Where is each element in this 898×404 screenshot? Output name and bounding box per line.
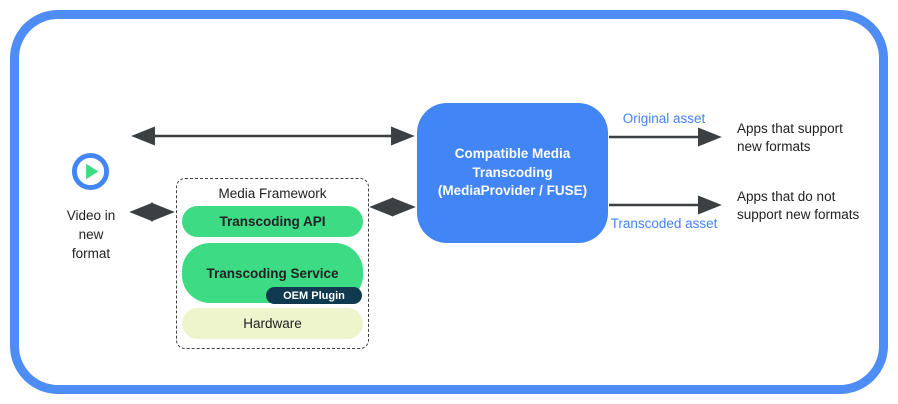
original-asset-label: Original asset (622, 111, 706, 126)
source-label-line: format (71, 246, 111, 261)
media-framework-title: Media Framework (218, 186, 327, 201)
transcoded-asset-label: Transcoded asset (610, 216, 718, 231)
compatible-media-transcoding-box: Compatible Media Transcoding (MediaProvi… (417, 103, 608, 243)
transcoding-api-pill: Transcoding API (182, 206, 363, 237)
transcoder-title-line: (MediaProvider / FUSE) (437, 183, 588, 199)
hardware-pill: Hardware (182, 308, 363, 339)
target-text-line: new formats (737, 138, 811, 154)
frame-border (10, 10, 888, 394)
transcoding-service-label: Transcoding Service (206, 265, 339, 281)
apps-support-new-formats-text: Apps that support new formats (737, 120, 843, 155)
source-label-line: Video in (66, 208, 116, 223)
media-framework-box: Media Framework Transcoding API Transcod… (176, 178, 369, 349)
target-text-line: support new formats (737, 206, 860, 222)
transcoder-title-line: Compatible Media (454, 146, 571, 162)
target-text-line: Apps that support (737, 121, 843, 136)
transcoder-title-line: Transcoding (472, 164, 553, 180)
play-icon (71, 152, 110, 191)
source-label-line: new (78, 227, 104, 242)
oem-plugin-pill: OEM Plugin (266, 287, 362, 304)
target-text-line: Apps that do not (737, 189, 836, 204)
source-label: Video in new format (51, 206, 131, 263)
apps-no-support-new-formats-text: Apps that do not support new formats (737, 188, 859, 223)
